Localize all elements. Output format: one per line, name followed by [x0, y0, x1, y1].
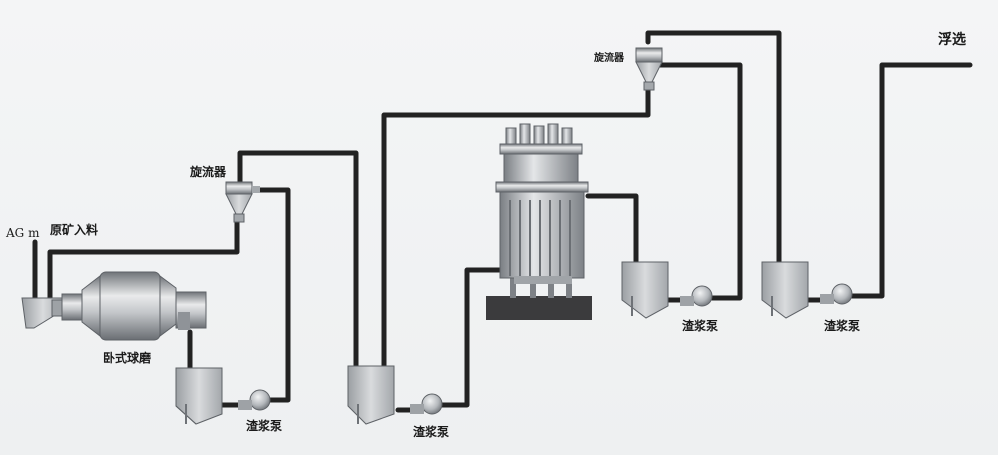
raw-ore-feed-label: 原矿入料: [50, 223, 99, 237]
sump-3: [621, 261, 669, 319]
pipe-cyclone-2-to-sump-4: [645, 30, 782, 265]
pump-3: [680, 285, 713, 307]
flotation-label: 浮选: [938, 32, 966, 48]
ag-mill-label: AG m: [6, 226, 40, 240]
ball-mill: [21, 271, 207, 341]
pump-4: [820, 283, 853, 305]
pipe-pump-1-to-cyclone-1: [255, 187, 291, 403]
pipe-raw-ore-to-cyclone-1: [47, 219, 240, 305]
pump-1: [238, 389, 271, 411]
pump-1-label: 渣浆泵: [246, 419, 283, 433]
pipe-cell-to-sump-3: [585, 193, 639, 267]
cyclone-1-label: 旋流器: [190, 165, 227, 179]
pump-2-label: 渣浆泵: [413, 425, 450, 439]
sump-4: [761, 261, 809, 319]
cyclone-2: [635, 47, 663, 91]
flotation-cell: [486, 123, 592, 320]
pipe-sump-2-to-cyclone-2: [381, 85, 651, 369]
ball-mill-label: 卧式球磨: [103, 351, 152, 365]
pipe-pump-2-to-cell: [439, 267, 505, 408]
pump-4-label: 渣浆泵: [824, 319, 861, 333]
cyclone-1: [225, 181, 260, 223]
pipe-pump-4-to-flotation: [849, 62, 973, 299]
sump-2: [347, 365, 395, 425]
pump-2: [410, 393, 443, 415]
pipe-cyclone-1-overflow: [237, 150, 359, 371]
sump-1: [175, 367, 223, 425]
pipe-pump-3-to-cyclone-2: [657, 62, 743, 301]
cyclone-2-label: 旋流器: [594, 53, 624, 64]
pump-3-label: 渣浆泵: [682, 319, 719, 333]
